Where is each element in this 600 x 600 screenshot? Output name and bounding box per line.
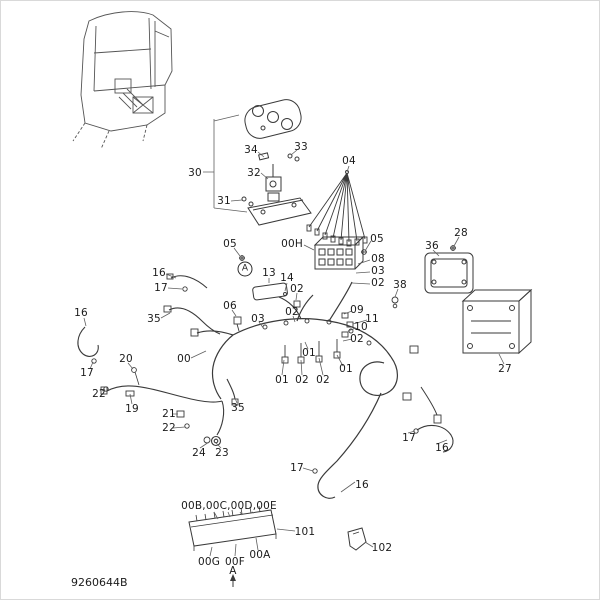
part-label-A: A — [229, 564, 237, 577]
part-label-19: 19 — [125, 402, 139, 415]
part-label-00G: 00G — [197, 555, 221, 568]
part-label-04: 04 — [342, 154, 356, 167]
part-label-03: 03 — [371, 264, 385, 277]
part-label-16: 16 — [152, 266, 166, 279]
part-label-00B-00C-00D-00E: 00B,00C,00D,00E — [181, 499, 277, 512]
part-label-38: 38 — [393, 278, 407, 291]
part-label-00H: 00H — [281, 237, 303, 250]
part-label-28: 28 — [454, 226, 468, 239]
part-label-06: 06 — [223, 299, 237, 312]
part-label-02: 02 — [371, 276, 385, 289]
part-label-17: 17 — [290, 461, 304, 474]
part-label-05: 05 — [370, 232, 384, 245]
console-assembly — [241, 99, 312, 226]
part-label-22: 22 — [92, 387, 106, 400]
part-label-A: A — [237, 261, 253, 277]
part-label-101: 101 — [294, 525, 316, 538]
part-label-16: 16 — [355, 478, 369, 491]
part-label-01: 01 — [302, 346, 316, 359]
part-label-00A: 00A — [249, 548, 271, 561]
part-label-08: 08 — [371, 252, 385, 265]
part-label-33: 33 — [294, 140, 308, 153]
wire-fan-04 — [306, 170, 368, 247]
part-label-13: 13 — [262, 266, 276, 279]
connector-101 — [188, 505, 277, 587]
controller-27 — [461, 288, 533, 355]
part-label-27: 27 — [498, 362, 512, 375]
cab-sketch — [72, 11, 173, 150]
part-label-102: 102 — [371, 541, 393, 554]
part-label-02: 02 — [295, 373, 309, 386]
part-label-31: 31 — [217, 194, 231, 207]
part-label-14: 14 — [280, 271, 294, 284]
part-label-02: 02 — [350, 332, 364, 345]
part-label-34: 34 — [244, 143, 258, 156]
clip-102 — [347, 527, 367, 551]
part-label-11: 11 — [365, 312, 379, 325]
part-label-22: 22 — [162, 421, 176, 434]
hardware-bolts — [239, 245, 456, 261]
part-label-35: 35 — [231, 401, 245, 414]
part-label-21: 21 — [162, 407, 176, 420]
ground-harness — [100, 305, 239, 447]
part-label-03: 03 — [251, 312, 265, 325]
part-label-36: 36 — [425, 239, 439, 252]
part-label-01: 01 — [339, 362, 353, 375]
leader-lines — [83, 114, 505, 557]
part-label-16: 16 — [74, 306, 88, 319]
part-label-01: 01 — [275, 373, 289, 386]
part-label-02: 02 — [285, 305, 299, 318]
part-label-00: 00 — [177, 352, 191, 365]
relay-box-00h — [313, 235, 365, 270]
part-label-02: 02 — [316, 373, 330, 386]
part-label-00F: 00F — [224, 555, 246, 568]
part-label-30: 30 — [188, 166, 202, 179]
part-label-17: 17 — [402, 431, 416, 444]
part-label-16: 16 — [435, 441, 449, 454]
part-label-10: 10 — [354, 320, 368, 333]
part-label-05: 05 — [223, 237, 237, 250]
part-label-32: 32 — [247, 166, 261, 179]
part-label-23: 23 — [215, 446, 229, 459]
bracket-plate-36 — [424, 252, 474, 294]
drawing-number: 9260644B — [71, 576, 128, 589]
part-label-17: 17 — [80, 366, 94, 379]
part-label-02: 02 — [290, 282, 304, 295]
part-label-20: 20 — [119, 352, 133, 365]
part-label-35: 35 — [147, 312, 161, 325]
part-label-09: 09 — [350, 303, 364, 316]
part-label-17: 17 — [154, 281, 168, 294]
part-label-24: 24 — [192, 446, 206, 459]
